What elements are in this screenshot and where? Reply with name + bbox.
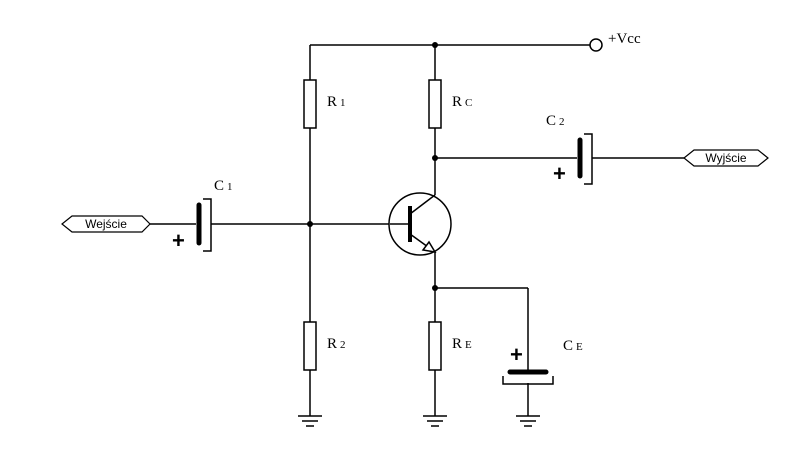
c2-negative-plate [584, 133, 593, 185]
npn-transistor [388, 192, 452, 256]
junction-dots [307, 42, 438, 291]
junction-dot [432, 42, 438, 48]
junction-dot [432, 285, 438, 291]
c1-plus-sign: + [172, 228, 185, 253]
c2-plus-sign: + [553, 161, 566, 186]
input-port: Wejście [61, 215, 151, 233]
r1-body [303, 79, 317, 129]
output-port-flag [683, 149, 769, 167]
junction-dot [432, 155, 438, 161]
ground-re [423, 415, 447, 427]
vcc-terminal [589, 38, 603, 52]
r2-body [303, 321, 317, 371]
ce-plus-sign: + [510, 342, 523, 367]
transistor-collector-lead [409, 194, 436, 215]
ground-ce [516, 415, 540, 427]
vcc-label: +Vcc [608, 31, 641, 47]
wires [150, 44, 684, 416]
ground-r2 [298, 415, 322, 427]
emitter-arrow-icon [421, 240, 437, 254]
junction-dot [307, 221, 313, 227]
c1-negative-plate [203, 198, 212, 252]
input-port-label: Wejście [85, 217, 127, 231]
ce-negative-plate [502, 376, 554, 385]
transistor-envelope [388, 192, 452, 256]
output-port: Wyjście [683, 149, 769, 167]
output-port-label: Wyjście [705, 151, 747, 165]
re-body [428, 321, 442, 371]
rc-body [428, 79, 442, 129]
input-port-flag [61, 215, 151, 233]
